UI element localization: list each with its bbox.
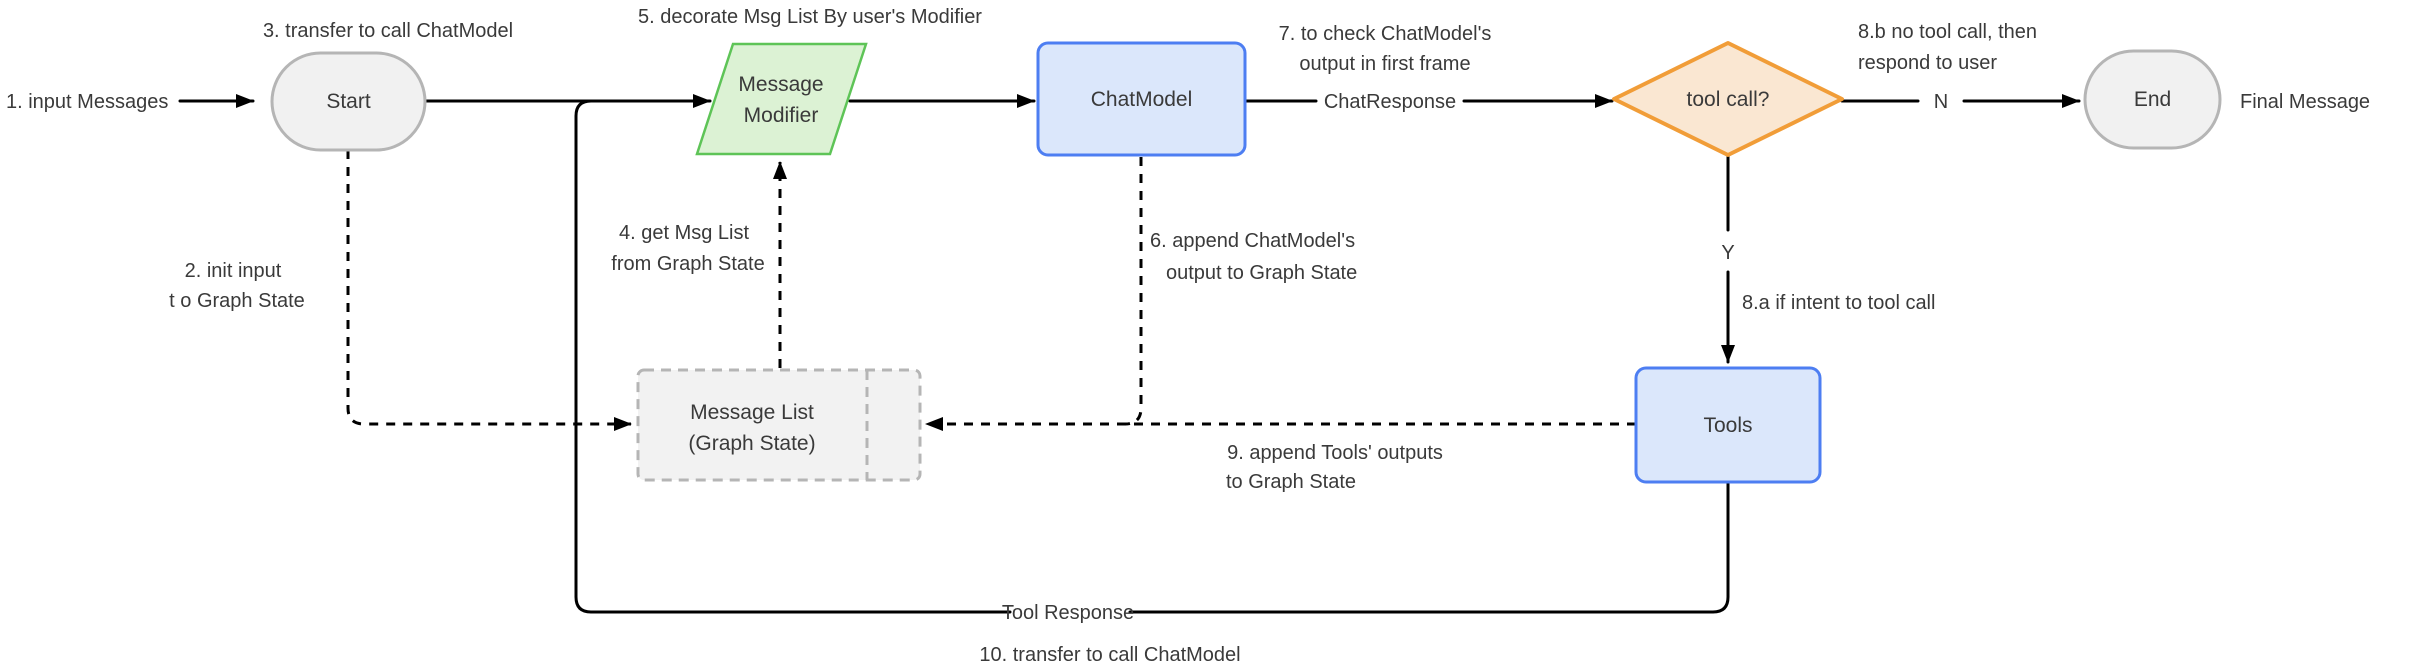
message-list-label-line1: Message List xyxy=(690,401,814,424)
message-modifier-label-line2: Modifier xyxy=(744,104,819,127)
annotation-no-tool-call-line2: respond to user xyxy=(1858,52,1997,74)
annotations: 1. input Messages 3. transfer to call Ch… xyxy=(6,6,2370,666)
tool-response-edge-label: Tool Response xyxy=(1002,602,1134,624)
start-node-label: Start xyxy=(326,90,371,113)
tools-node[interactable] xyxy=(1634,366,1822,484)
end-node[interactable] xyxy=(2083,49,2222,150)
chatmodel-node-label: ChatModel xyxy=(1091,88,1193,111)
annotation-init-input-line1: 2. init input xyxy=(185,260,282,282)
edge-chatmodel-to-state xyxy=(1124,157,1143,426)
end-node-label: End xyxy=(2134,88,2171,111)
edge-tools-loop-a xyxy=(1128,480,1730,614)
message-list-label-line2: (Graph State) xyxy=(688,432,815,455)
message-modifier-label-line1: Message xyxy=(738,73,823,96)
yes-branch-label: Y xyxy=(1721,242,1734,264)
chat-response-edge-label: ChatResponse xyxy=(1324,91,1456,113)
no-branch-label: N xyxy=(1934,91,1948,113)
annotation-append-chatmodel-line1: 6. append ChatModel's xyxy=(1150,230,1355,252)
tool-call-decision-label: tool call? xyxy=(1687,88,1770,111)
annotation-init-input-line2: t o Graph State xyxy=(169,290,305,312)
annotation-input-messages: 1. input Messages xyxy=(6,91,168,113)
annotation-check-output-line1: 7. to check ChatModel's xyxy=(1279,23,1492,45)
message-modifier-node[interactable] xyxy=(695,42,868,156)
annotation-append-tools-line2: to Graph State xyxy=(1226,471,1356,493)
annotation-append-tools-line1: 9. append Tools' outputs xyxy=(1227,442,1443,464)
edge-start-to-state xyxy=(346,150,632,431)
chatmodel-node[interactable] xyxy=(1036,41,1247,157)
annotation-get-msg-line2: from Graph State xyxy=(611,253,764,275)
annotation-transfer-to-call: 3. transfer to call ChatModel xyxy=(263,20,513,42)
edge-labels: ChatResponse N Y Tool Response xyxy=(1002,91,1948,624)
tool-call-decision-node[interactable] xyxy=(1612,41,1844,157)
annotation-no-tool-call-line1: 8.b no tool call, then xyxy=(1858,21,2037,43)
annotation-decorate: 5. decorate Msg List By user's Modifier xyxy=(638,6,982,28)
edge-tools-loop-b xyxy=(574,99,1012,614)
edges xyxy=(178,94,2081,614)
annotation-tool-response-transfer: 10. transfer to call ChatModel xyxy=(979,644,1240,664)
annotation-final-message: Final Message xyxy=(2240,91,2370,113)
tools-node-label: Tools xyxy=(1703,414,1752,437)
nodes: Start Message Modifier ChatModel tool ca… xyxy=(270,41,2222,484)
annotation-intent-tool-call: 8.a if intent to tool call xyxy=(1742,292,1935,314)
message-list-node[interactable] xyxy=(636,368,922,482)
annotation-append-chatmodel-line2: output to Graph State xyxy=(1166,262,1357,284)
start-node[interactable] xyxy=(270,51,427,152)
annotation-get-msg-line1: 4. get Msg List xyxy=(619,222,750,244)
annotation-check-output-line2: output in first frame xyxy=(1299,53,1470,75)
